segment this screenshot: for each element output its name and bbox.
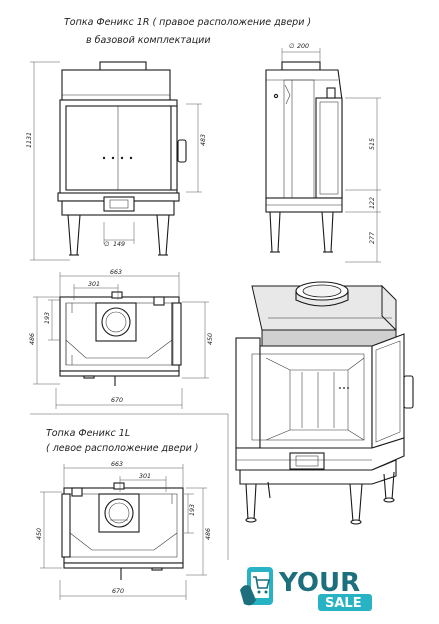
front-dimensions: 1131 483 ∅ 149 <box>26 61 207 261</box>
dim-front-inner: 483 <box>200 134 207 146</box>
dim-top-r-450: 450 <box>207 333 214 345</box>
dim-top-l-450: 450 <box>36 528 43 540</box>
dim-top-l-486: 486 <box>205 528 212 540</box>
dim-side-515: 515 <box>369 138 376 150</box>
top-left-dimensions: 663 301 193 486 450 670 <box>36 461 212 600</box>
dim-top-l-193: 193 <box>189 504 196 516</box>
brand-word-sale: SALE <box>325 596 362 611</box>
dim-side-277: 277 <box>369 232 376 244</box>
dim-front-pipe-symbol: ∅ <box>104 241 110 248</box>
top-right-dimensions: 663 301 193 486 450 670 <box>29 269 214 409</box>
fireplace-3d-render <box>235 281 414 525</box>
shopping-phone-icon <box>240 567 273 606</box>
dim-top-l-301: 301 <box>139 473 151 480</box>
yoursale-logo: YOUR SALE <box>240 567 372 611</box>
dim-top-r-663: 663 <box>110 269 122 276</box>
dim-top-r-301: 301 <box>88 281 100 288</box>
dim-top-r-670: 670 <box>111 397 123 404</box>
dim-side-122: 122 <box>369 197 376 209</box>
side-dimensions: ∅ 200 515 122 277 <box>281 43 381 263</box>
title-left-line1: Топка Феникс 1L <box>46 428 130 439</box>
title-left-line2: ( левое расположение двери ) <box>46 443 199 454</box>
front-view <box>57 61 187 256</box>
dim-top-r-486: 486 <box>29 333 36 345</box>
top-view-right <box>59 291 182 386</box>
title-right-line2: в базовой комплектации <box>86 35 211 46</box>
title-right-line1: Топка Феникс 1R ( правое расположение дв… <box>64 17 311 28</box>
dim-top-l-670: 670 <box>112 588 124 595</box>
dim-front-pipe: 149 <box>113 241 125 248</box>
dim-top-r-193: 193 <box>44 312 51 324</box>
dim-side-pipe-symbol: ∅ <box>289 43 295 50</box>
brand-word-your: YOUR <box>278 568 360 598</box>
brand-sale-badge <box>318 594 372 611</box>
side-view <box>265 61 343 253</box>
dim-front-height: 1131 <box>26 132 33 148</box>
dim-side-pipe: 200 <box>297 43 309 50</box>
dim-top-l-663: 663 <box>111 461 123 468</box>
top-view-left <box>61 482 184 580</box>
